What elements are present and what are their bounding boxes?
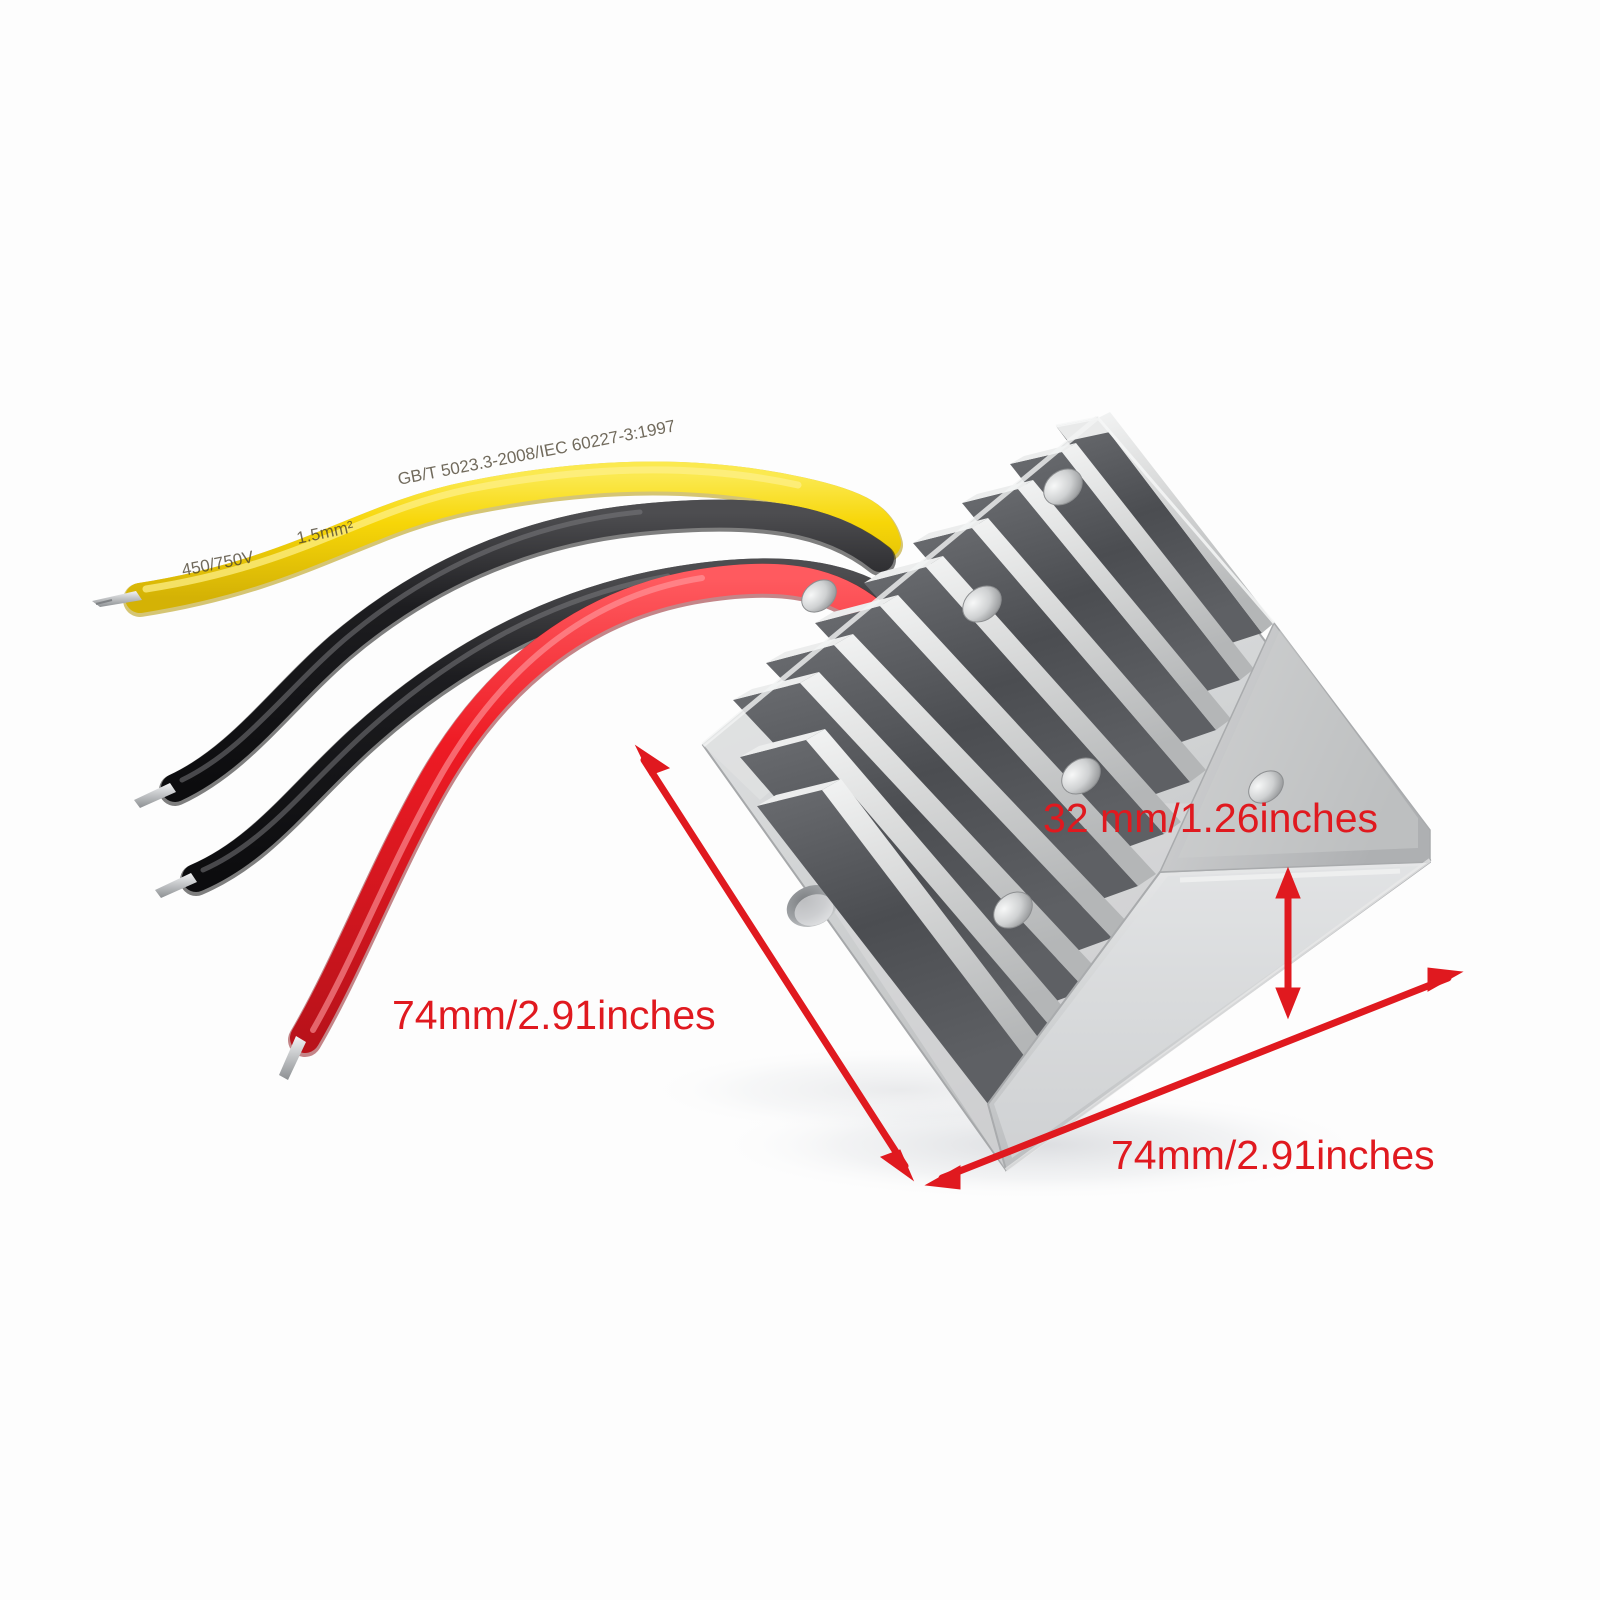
arrow-left-74mm [634,744,915,1182]
arrow-bottom-74mm [924,967,1464,1190]
rivet [1043,468,1083,506]
dimension-label-bottom: 74mm/2.91inches [1111,1132,1435,1178]
flange-rim-highlight [701,416,1099,747]
flange-rim-bottom [1004,858,1432,1172]
dimension-label-height: 32 mm/1.26inches [1043,795,1379,841]
wire-bundle [92,461,913,1080]
wire-black-upper [134,499,896,808]
dimension-label-left: 74mm/2.91inches [392,992,716,1038]
rivet-group [801,468,1284,929]
wire-red [279,563,913,1080]
rivet [1061,757,1101,795]
rivet [962,585,1002,623]
rivet [993,891,1033,929]
heatsink-module [701,412,1432,1172]
top-edge-line [1055,416,1276,624]
wire-yellow [92,461,903,617]
rivet [1248,770,1284,804]
arrow-height-32mm [1275,866,1301,1020]
dimension-arrows [634,744,1464,1190]
mounting-hole [786,885,838,927]
rivet [801,579,837,613]
fin [757,779,1063,1104]
